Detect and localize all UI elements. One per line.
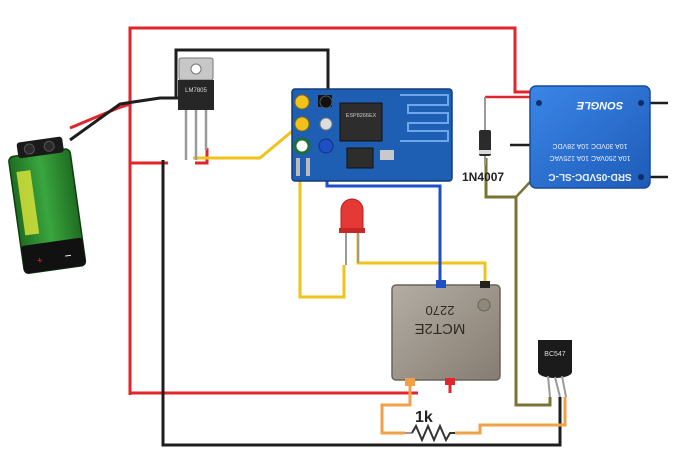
opto-line-2: 2270 (426, 303, 455, 318)
relay-line-3: 10A 30VDC 10A 28VDC (552, 142, 627, 149)
wire-orange-emitter (380, 382, 412, 435)
wire-olive-collector (484, 158, 552, 407)
transistor-label: BC547 (544, 351, 566, 358)
optocoupler-icon: MCT2E 2270 (391, 280, 501, 386)
relay-icon: SRD-05VDC-SL-C 10A 250VAC 10A 125VAC 10A… (529, 85, 651, 189)
diode-icon: 1N4007 (462, 97, 504, 184)
wire-red-regulator-out (195, 148, 209, 165)
relay-line-1: SRD-05VDC-SL-C (548, 171, 631, 182)
wire-orange-base (455, 397, 567, 435)
resistor-icon: 1k (405, 409, 455, 443)
resistor-label: 1k (415, 409, 433, 426)
relay-brand: SONGLE (576, 99, 623, 111)
svg-text:−: − (64, 248, 73, 263)
wire-black-regulator-top (174, 48, 330, 98)
regulator-label: LM7805 (185, 88, 207, 94)
wire-black-ground (161, 160, 562, 447)
transistor-icon: BC547 (538, 340, 572, 398)
svg-text:+: + (36, 255, 43, 267)
wire-yellow-vcc (193, 126, 297, 160)
wire-yellow-led (356, 232, 487, 288)
wire-red-battery (69, 102, 131, 130)
voltage-regulator-icon: LM7805 (178, 57, 214, 160)
led-icon (339, 198, 365, 265)
battery-9v-icon: + − (8, 136, 87, 274)
wire-olive-relay (515, 181, 531, 198)
relay-line-2: 10A 250VAC 10A 125VAC (549, 154, 630, 161)
wire-black-battery (69, 96, 180, 142)
opto-line-1: MCT2E (415, 320, 466, 337)
wire-yellow-gpio (298, 150, 346, 299)
wire-red-top (128, 26, 530, 395)
diode-label: 1N4007 (462, 170, 504, 184)
wires (69, 26, 668, 447)
esp-chip-label: ESP8266EX (346, 113, 377, 119)
esp8266-module-icon: ESP8266EX (291, 88, 453, 182)
